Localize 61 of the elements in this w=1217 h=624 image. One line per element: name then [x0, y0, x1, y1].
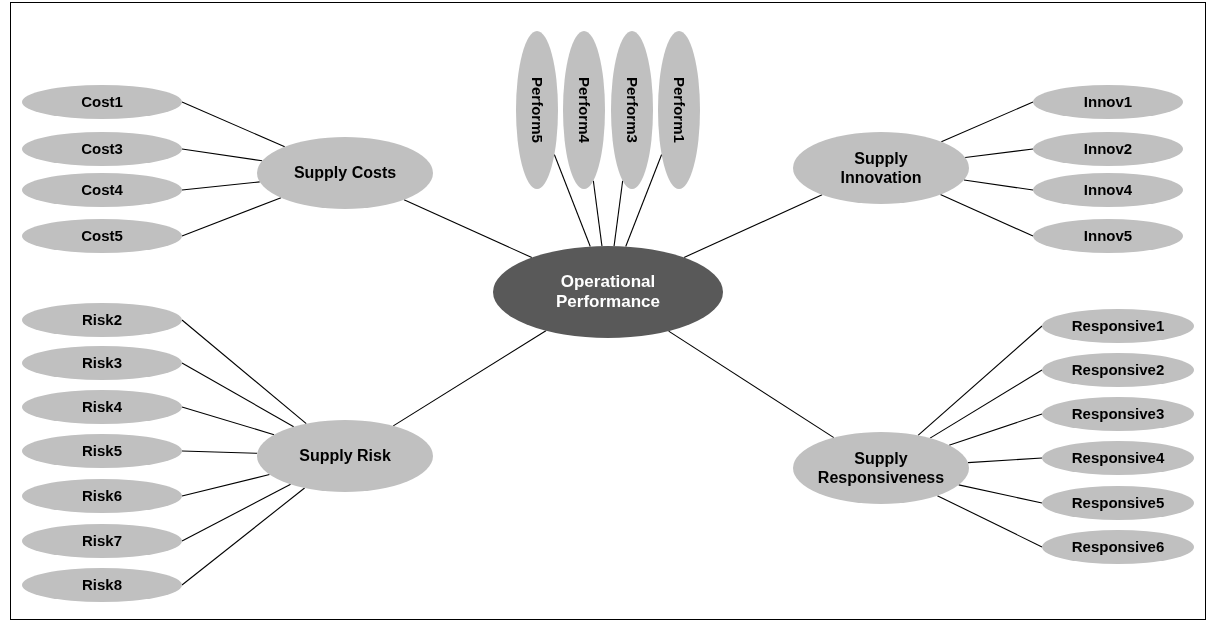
connector-line — [967, 457, 1043, 464]
connector-line — [181, 487, 306, 586]
connector-line — [553, 153, 591, 248]
node-label: Supply Risk — [299, 446, 391, 466]
connector-line — [181, 450, 258, 454]
connector-line — [929, 369, 1043, 439]
node-label: Innov2 — [1083, 140, 1133, 158]
node-label: Cost1 — [81, 93, 123, 111]
connector-line — [963, 179, 1034, 191]
node-label: Perform3 — [623, 77, 641, 143]
connector-line — [668, 330, 835, 439]
node-label: Responsive5 — [1071, 494, 1165, 512]
connector-line — [403, 199, 533, 259]
connector-line — [181, 181, 261, 191]
node-label: Risk4 — [82, 398, 122, 416]
connector-line — [613, 180, 624, 247]
node-label: Risk6 — [82, 487, 122, 505]
connector-line — [181, 362, 295, 428]
connector-line — [181, 473, 271, 497]
connector-line — [958, 484, 1043, 504]
node-label: Innov5 — [1083, 227, 1133, 245]
connector-line — [392, 330, 547, 427]
node-label: Risk8 — [82, 576, 122, 594]
connector-line — [683, 194, 823, 259]
node-label: Responsive1 — [1071, 317, 1165, 335]
node-label: Perform4 — [575, 77, 593, 143]
node-label: Cost5 — [81, 227, 123, 245]
node-label: Responsive6 — [1071, 538, 1165, 556]
connector-line — [181, 406, 275, 436]
node-label: Risk7 — [82, 532, 122, 550]
node-label: Supply Costs — [293, 163, 397, 183]
node-label: Responsive2 — [1071, 361, 1165, 379]
node-label: Innov4 — [1083, 181, 1133, 199]
connector-line — [181, 319, 307, 425]
connector-line — [181, 101, 286, 148]
connector-line — [939, 194, 1034, 237]
node-label: Cost3 — [81, 140, 123, 158]
connector-line — [181, 148, 263, 162]
connector-line — [181, 483, 292, 542]
node-label: Responsive4 — [1071, 449, 1165, 467]
connector-line — [592, 180, 603, 247]
connector-line — [181, 197, 282, 237]
ellipse-node — [563, 31, 605, 189]
node-label: Risk3 — [82, 354, 122, 372]
node-label: Perform5 — [528, 77, 546, 143]
node-label: Supply Innovation — [839, 148, 923, 188]
connector-line — [917, 325, 1043, 436]
node-label: Innov1 — [1083, 93, 1133, 111]
node-label: Operational Performance — [555, 271, 661, 313]
ellipse-node — [611, 31, 653, 189]
node-label: Responsive3 — [1071, 405, 1165, 423]
node-label: Cost4 — [81, 181, 123, 199]
node-label: Risk5 — [82, 442, 122, 460]
connector-line — [625, 153, 663, 248]
connector-line — [964, 148, 1034, 159]
connector-line — [948, 413, 1043, 446]
connector-line — [940, 101, 1034, 143]
connector-line — [936, 495, 1043, 548]
node-label: Perform1 — [670, 77, 688, 143]
node-label: Risk2 — [82, 311, 122, 329]
node-label: Supply Responsiveness — [816, 448, 946, 488]
